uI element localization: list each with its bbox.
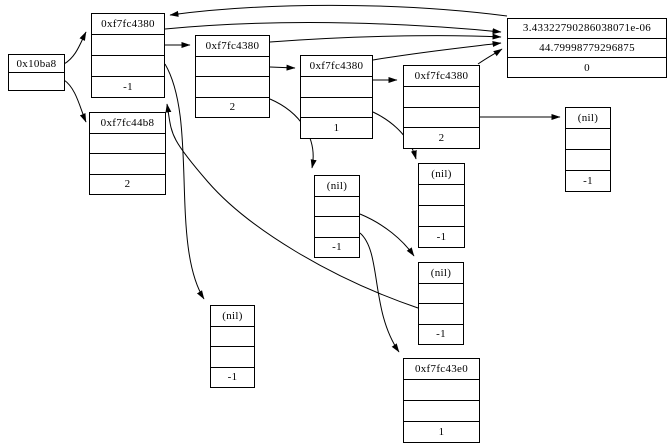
edge-n3-to-n6: [269, 33, 502, 43]
edge-n1-to-n6: [164, 22, 502, 35]
memory-node-n12-0xf7fc43e0: 0xf7fc43e0 1: [403, 358, 480, 443]
edge-n5-to-n6: [477, 48, 503, 65]
node-value: 1: [301, 117, 372, 138]
node-pointer-cell: [92, 55, 164, 76]
node-pointer-cell: [404, 106, 479, 128]
node-value: -1: [211, 366, 254, 388]
node-title: 0x10ba8: [16, 57, 57, 70]
node-value: -1: [92, 76, 164, 97]
node-data-cell: 44.79998779296875: [508, 37, 666, 58]
edge-n0-to-n2: [63, 79, 87, 123]
node-pointer-cell: [419, 184, 464, 205]
node-title: 0xf7fc43e0: [414, 363, 469, 375]
node-pointer-cell: [301, 96, 372, 118]
node-pointer-cell: [566, 149, 610, 170]
node-title: (nil): [222, 309, 243, 322]
node-value: -1: [566, 170, 610, 191]
node-pointer-cell: [315, 216, 359, 237]
node-pointer-cell: [211, 325, 254, 347]
node-pointer-cell: [404, 379, 479, 400]
node-pointer-cell: [196, 55, 269, 77]
node-title: 0xf7fc4380: [205, 39, 260, 52]
node-pointer-cell: [211, 346, 254, 367]
edge-n9-to-n10: [359, 213, 415, 257]
node-pointer-cell: [419, 205, 464, 226]
memory-node-n8-nil: (nil) -1: [418, 163, 465, 248]
node-pointer-cell: [196, 76, 269, 97]
memory-node-n11-nil: (nil) -1: [210, 305, 255, 388]
node-title: 0xf7fc4380: [309, 59, 364, 72]
node-data-cell: 0: [508, 57, 666, 77]
edge-n6-to-n1: [169, 4, 508, 17]
edge-n0-to-n1: [63, 31, 87, 65]
node-pointer-cell: [315, 195, 359, 217]
node-value: -1: [419, 226, 464, 247]
node-title: (nil): [326, 179, 348, 192]
node-pointer-cell: [92, 34, 164, 55]
edge-n4-to-n6: [372, 41, 502, 61]
node-data-cell: 3.43322790286038071e-06: [522, 22, 652, 35]
node-title: 0xf7fc44b8: [100, 116, 155, 129]
node-pointer-cell: [419, 303, 463, 324]
node-pointer-cell: [404, 400, 479, 421]
node-pointer-cell: [404, 85, 479, 107]
node-pointer-cell: [9, 72, 64, 90]
node-pointer-cell: [90, 153, 165, 174]
memory-node-n4-0xf7fc4380: 0xf7fc4380 1: [300, 55, 373, 139]
node-value: 2: [196, 96, 269, 118]
node-value: 1: [404, 421, 479, 442]
node-pointer-cell: [419, 282, 463, 304]
node-value: -1: [315, 236, 359, 258]
node-title: (nil): [577, 112, 599, 124]
node-value: 2: [90, 173, 165, 195]
node-pointer-cell: [301, 75, 372, 97]
memory-node-n6-data: 3.43322790286038071e-06 44.79998779296875…: [507, 18, 667, 78]
memory-node-n7-nil: (nil) -1: [565, 107, 611, 192]
memory-node-n2-0xf7fc44b8: 0xf7fc44b8 2: [89, 112, 166, 195]
edge-n10-to-n1: [165, 103, 419, 309]
node-title: 0xf7fc4380: [101, 18, 155, 30]
memory-node-n3-0xf7fc4380: 0xf7fc4380 2: [195, 35, 270, 118]
node-title: (nil): [431, 168, 452, 180]
node-value: 2: [404, 127, 479, 148]
node-title: 0xf7fc4380: [414, 69, 469, 82]
node-value: -1: [419, 323, 463, 345]
node-pointer-cell: [566, 128, 610, 149]
memory-node-n1-0xf7fc4380: 0xf7fc4380 -1: [91, 13, 165, 98]
edge-n9-to-n12: [359, 232, 400, 353]
node-pointer-cell: [90, 132, 165, 154]
edge-n3-to-n4: [269, 64, 296, 71]
memory-node-n0-0x10ba8: 0x10ba8: [8, 54, 65, 91]
node-title: (nil): [430, 266, 452, 279]
memory-node-n9-nil: (nil) -1: [314, 175, 360, 258]
memory-node-n5-0xf7fc4380: 0xf7fc4380 2: [403, 65, 480, 149]
memory-node-n10-nil: (nil) -1: [418, 262, 464, 345]
